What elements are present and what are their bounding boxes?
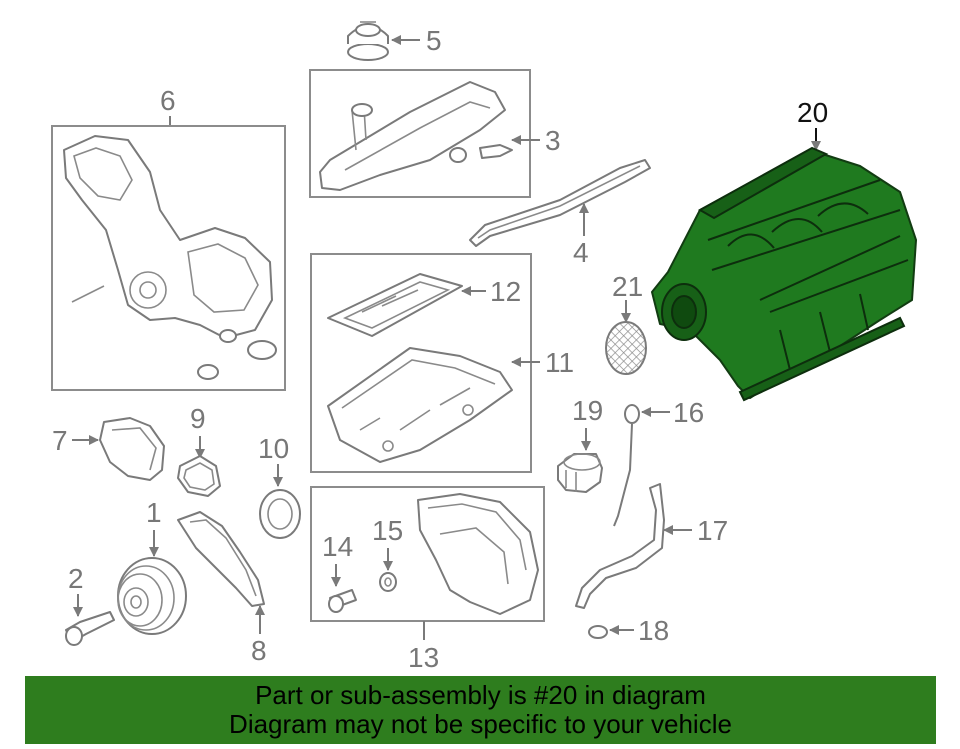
callout-8[interactable]: 8 [251,635,267,666]
callout-5[interactable]: 5 [426,25,442,56]
callout-1[interactable]: 1 [146,497,162,528]
callout-18[interactable]: 18 [638,615,669,646]
callout-21[interactable]: 21 [612,271,643,302]
part-17-dipstick-tube[interactable] [575,483,665,609]
info-banner: Part or sub-assembly is #20 in diagram D… [25,676,936,744]
part-14-drain-plug[interactable] [328,589,357,613]
callout-6[interactable]: 6 [160,85,176,116]
callout-3[interactable]: 3 [545,125,561,156]
callout-9[interactable]: 9 [190,403,206,434]
part-8-cover[interactable] [177,511,265,607]
callout-11[interactable]: 11 [545,347,574,378]
part-13-frame [310,486,545,622]
part-9-gasket[interactable] [177,455,221,497]
callout-2[interactable]: 2 [68,563,84,594]
callout-19[interactable]: 19 [572,395,603,426]
callout-17[interactable]: 17 [697,515,728,546]
callout-13[interactable]: 13 [408,642,439,673]
part-2-bolt[interactable] [65,611,115,646]
part-4-valve-cover-gasket[interactable] [469,159,651,247]
part-21-screen[interactable] [605,321,647,375]
part-11-upper-oil-pan[interactable] [327,347,513,463]
part-18-o-ring[interactable] [588,625,608,639]
part-16-dipstick[interactable] [613,404,640,527]
part-15-washer[interactable] [379,572,397,592]
part-10-seal[interactable] [259,489,301,539]
part-6-frame [51,125,286,391]
part-20-intake-manifold[interactable] [651,146,917,402]
part-3-frame [309,69,531,198]
part-6-timing-cover[interactable] [63,135,277,380]
callout-15[interactable]: 15 [372,515,403,546]
callout-12[interactable]: 12 [490,276,521,307]
callout-10[interactable]: 10 [258,433,289,464]
part-13-lower-oil-pan[interactable] [417,493,539,615]
callout-20[interactable]: 20 [797,97,828,128]
banner-line-1: Part or sub-assembly is #20 in diagram [255,680,706,710]
banner-line-2: Diagram may not be specific to your vehi… [229,709,732,739]
callout-16[interactable]: 16 [673,397,704,428]
part-19-oil-filter[interactable] [557,453,603,493]
part-5-oil-cap[interactable] [347,21,389,61]
part-12-gasket[interactable] [327,273,463,337]
part-1-pulley[interactable] [117,557,187,635]
callout-7[interactable]: 7 [52,425,68,456]
callout-4[interactable]: 4 [573,237,589,268]
part-7-cover[interactable] [99,417,165,481]
part-3-valve-cover[interactable] [319,81,513,191]
callout-14[interactable]: 14 [322,531,353,562]
